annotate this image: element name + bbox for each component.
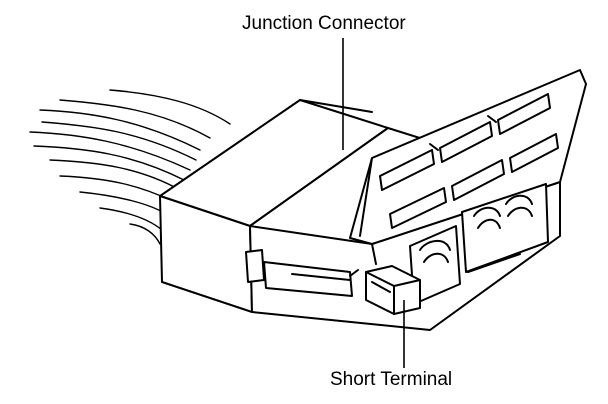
terminal-cavities [409,183,549,305]
short-terminal [365,265,421,315]
junction-connector-label: Junction Connector [242,13,406,34]
latch-lever [349,69,587,245]
wire-harness [29,89,231,245]
short-terminal-label: Short Terminal [330,369,453,390]
